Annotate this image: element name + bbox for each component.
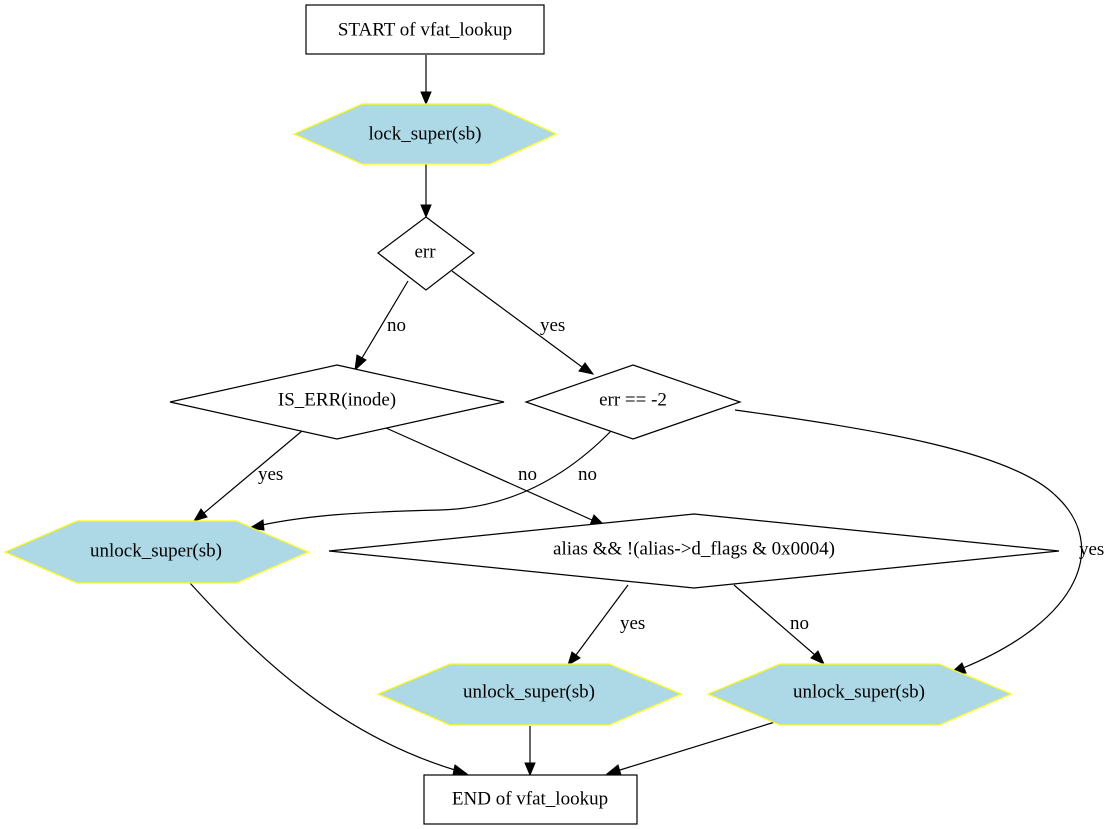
edge-label-err-yes: yes [540,315,565,336]
node-lock-super-label: lock_super(sb) [369,124,482,145]
node-unlock-left: unlock_super(sb) [3,520,310,584]
edge-err-eq-to-unlock-left [248,429,613,531]
unlock-mid-hexagon [376,663,683,726]
node-end: END of vfat_lookup [423,774,638,825]
edge-label-err-eq-no: no [578,464,597,485]
edge-alias-to-unlock-mid [567,584,629,667]
edges [189,55,1083,777]
node-err-eq: err == -2 [524,364,742,440]
edge-label-err-eq-yes: yes [1079,539,1104,560]
node-start: START of vfat_lookup [305,4,545,55]
lock-hexagon [292,103,558,165]
edge-start-to-lock [420,55,432,106]
edge-label-alias-yes: yes [620,613,645,634]
edge-alias-to-unlock-right [733,584,826,666]
edge-label-err-no: no [387,315,406,336]
node-unlock-right-label: unlock_super(sb) [793,682,925,703]
edge-labels: no yes yes no no yes yes no [258,315,1104,634]
edge-is-err-to-alias [385,427,606,526]
edge-err-to-err-eq [451,270,595,375]
node-alias: alias && !(alias->d_flags & 0x0004) [328,513,1060,589]
nodes: START of vfat_lookup lock_super(sb) err … [3,4,1060,825]
node-start-label: START of vfat_lookup [338,20,512,41]
unlock-right-hexagon [706,663,1013,726]
edge-unlock-right-to-end [605,721,776,776]
edge-lock-to-err [420,164,432,219]
node-unlock-left-label: unlock_super(sb) [90,541,222,562]
node-err-label: err [414,242,436,263]
node-is-err-label: IS_ERR(inode) [278,390,396,411]
unlock-left-hexagon [3,520,310,584]
node-alias-label: alias && !(alias->d_flags & 0x0004) [553,539,835,560]
node-err-eq-label: err == -2 [599,390,667,411]
edge-err-to-is-err [354,280,409,372]
node-unlock-mid: unlock_super(sb) [376,663,683,726]
node-unlock-mid-label: unlock_super(sb) [463,682,595,703]
node-end-label: END of vfat_lookup [452,789,608,810]
node-lock-super: lock_super(sb) [292,103,558,165]
edge-label-is-err-no: no [518,464,537,485]
node-unlock-right: unlock_super(sb) [706,663,1013,726]
edge-label-is-err-yes: yes [258,464,283,485]
node-is-err: IS_ERR(inode) [169,364,505,440]
edge-is-err-to-unlock-left [192,430,303,522]
edge-label-alias-no: no [790,613,809,634]
node-err: err [377,216,475,291]
edge-unlock-mid-to-end [524,726,536,777]
